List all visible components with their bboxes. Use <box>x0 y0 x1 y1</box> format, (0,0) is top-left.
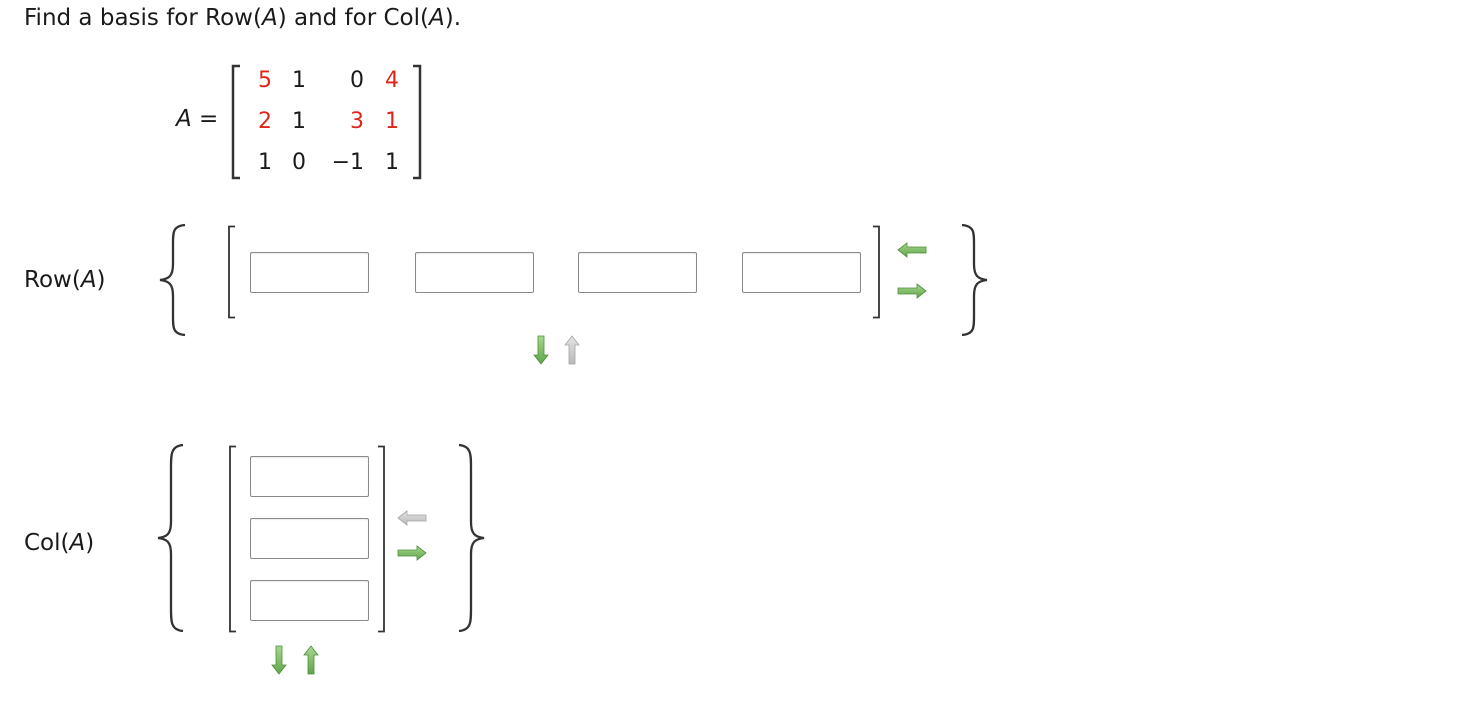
label-text: ) <box>85 530 95 556</box>
label-text: Col( <box>24 530 70 556</box>
row-vector-entry-3[interactable] <box>578 252 697 293</box>
question-prompt: Find a basis for Row(A) and for Col(A). <box>24 2 461 34</box>
prompt-variable: A <box>261 5 278 31</box>
column-space-label: Col(A) <box>24 528 94 558</box>
matrix-cell: 1 <box>385 109 399 134</box>
left-set-brace <box>157 443 184 633</box>
matrix-cell: 1 <box>258 150 272 175</box>
arrow-right-icon[interactable] <box>397 545 427 561</box>
prompt-text: ) and for Col( <box>277 5 429 31</box>
matrix-cell: 1 <box>292 109 306 134</box>
label-variable: A <box>69 530 86 556</box>
matrix-label: A = <box>176 104 218 134</box>
col-vector-right-bracket <box>378 445 385 633</box>
arrow-left-icon[interactable] <box>897 242 927 258</box>
prompt-text: Find a basis for Row( <box>24 5 262 31</box>
label-variable: A <box>80 267 97 293</box>
row-vector-entry-4[interactable] <box>742 252 861 293</box>
arrow-up-icon[interactable] <box>303 645 319 675</box>
matrix-cell: 5 <box>258 68 272 93</box>
row-vector-right-bracket <box>873 225 880 319</box>
right-set-brace <box>458 443 485 633</box>
arrow-left-icon <box>397 510 427 526</box>
matrix-name: A <box>176 106 192 132</box>
arrow-down-icon[interactable] <box>271 645 287 675</box>
col-vector-entry-3[interactable] <box>250 580 369 621</box>
arrow-right-icon[interactable] <box>897 283 927 299</box>
matrix-cell: 0 <box>350 68 364 93</box>
matrix-cell: 4 <box>385 68 399 93</box>
col-vector-left-bracket <box>229 445 236 633</box>
equals-sign: = <box>199 106 219 132</box>
matrix-cell: 3 <box>350 109 364 134</box>
matrix-cell: 2 <box>258 109 272 134</box>
matrix-brackets <box>231 64 422 180</box>
matrix-cell: 1 <box>292 68 306 93</box>
right-set-brace <box>961 223 988 337</box>
prompt-variable: A <box>428 5 445 31</box>
matrix-cell: −1 <box>331 150 364 175</box>
row-vector-left-bracket <box>228 225 235 319</box>
label-text: Row( <box>24 267 81 293</box>
arrow-up-icon <box>564 335 580 365</box>
row-vector-entry-2[interactable] <box>415 252 534 293</box>
matrix-cell: 0 <box>292 150 306 175</box>
matrix-cell: 1 <box>385 150 399 175</box>
left-set-brace <box>159 223 186 337</box>
label-text: ) <box>96 267 106 293</box>
arrow-down-icon[interactable] <box>533 335 549 365</box>
col-vector-entry-1[interactable] <box>250 456 369 497</box>
prompt-text: ). <box>444 5 462 31</box>
col-vector-entry-2[interactable] <box>250 518 369 559</box>
row-vector-entry-1[interactable] <box>250 252 369 293</box>
row-space-label: Row(A) <box>24 265 106 295</box>
